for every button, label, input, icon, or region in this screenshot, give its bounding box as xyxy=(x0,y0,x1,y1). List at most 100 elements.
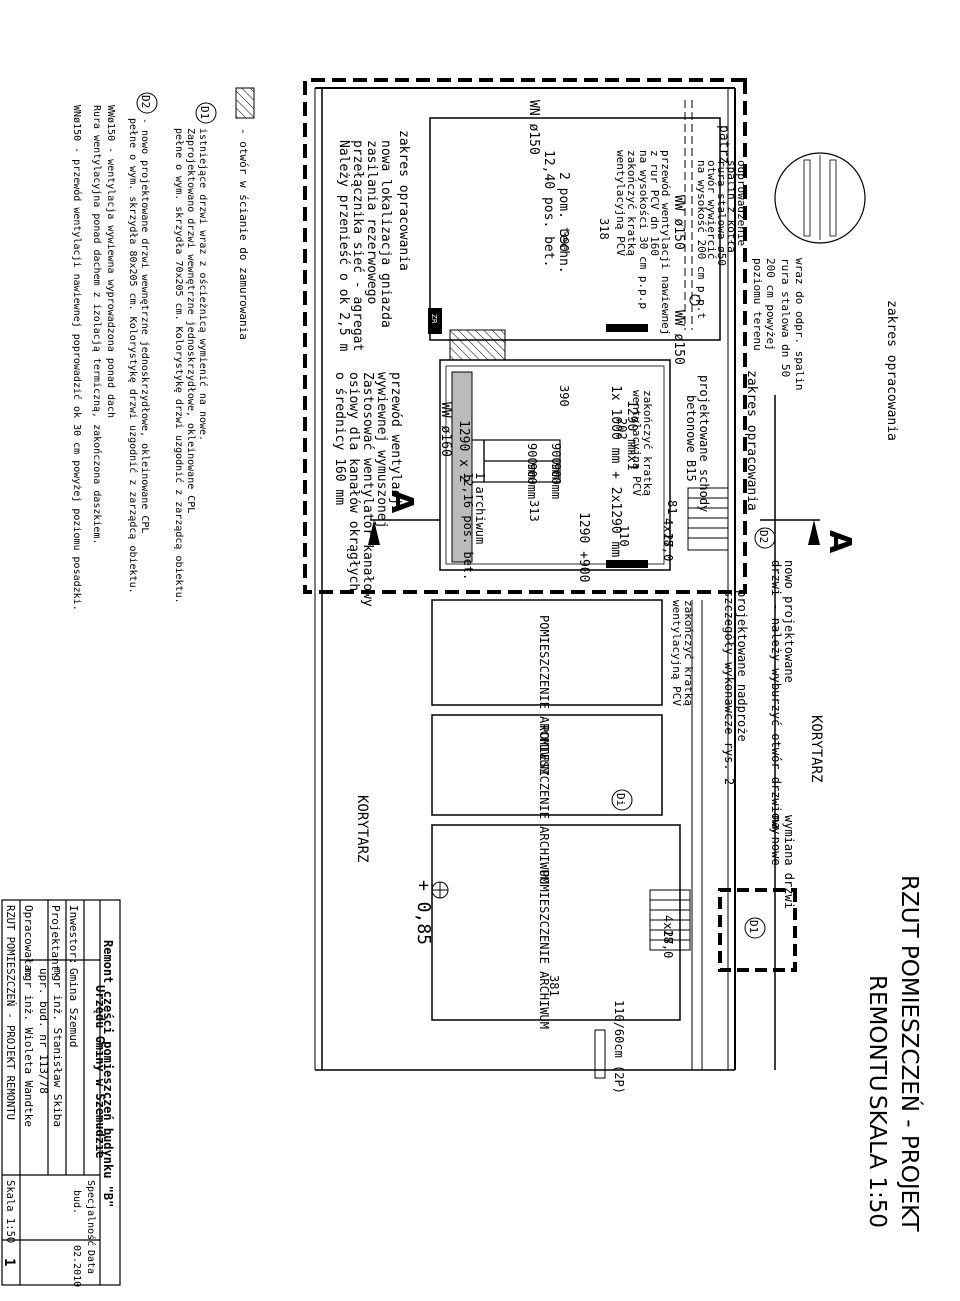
rura-note-1: 200 cm powyżej xyxy=(764,258,777,351)
odpr-line-2: spalin z kotła xyxy=(725,160,738,253)
tb-projektant-label: Projektant: xyxy=(49,905,62,978)
d1-tag-circle xyxy=(744,917,766,939)
archiwum-2: 12,16 pos. bet. xyxy=(461,472,475,580)
section-arrow xyxy=(808,520,820,545)
korytarz-left: KORYTARZ xyxy=(354,795,370,862)
dim-1290x1: 1290 mmx1 xyxy=(624,400,639,470)
tb-inwestor-label: Inwestor: xyxy=(67,905,80,965)
scope-label-mid: zakres opracowania xyxy=(744,370,759,511)
legend-hatch-swatch xyxy=(235,87,255,119)
rura-label: rura stalowa dn 50 xyxy=(779,258,792,377)
tb-projektant-value-2: upr. bud. nr 113/78 xyxy=(37,968,50,1094)
duct-circle xyxy=(689,294,701,306)
radiator xyxy=(594,1029,606,1079)
legend-d2-b: pełne o wym. skrzydła 80x205 cm. Kolorys… xyxy=(127,118,139,594)
regal-900-d: 900mm xyxy=(549,463,563,499)
scope-boundary-d1 xyxy=(718,888,797,972)
dim-1290x2: 1290 x 2 xyxy=(456,420,471,483)
pom-archiwum-2: POMIESZCZENIE ARCHIWUM xyxy=(537,725,551,884)
d2-tag: D2 xyxy=(757,530,770,543)
ww160-label: WW ø160 xyxy=(438,402,453,457)
d1-tag: D1 xyxy=(747,920,760,933)
wymiana-2: na nowe xyxy=(769,815,783,866)
level-label: + 0,85 xyxy=(413,880,434,945)
vent-line-5: o średnicy 160 mm xyxy=(332,372,347,505)
title-line-2: REMONTU xyxy=(864,975,890,1092)
building-walls xyxy=(314,87,776,1071)
chimney-detail xyxy=(774,152,866,244)
stairs-2: 4x18,0 xyxy=(661,915,675,958)
odpr-line-4: otwór wywiercić xyxy=(705,160,718,259)
di-tag: Di xyxy=(614,793,627,806)
dim-81: 81 xyxy=(665,500,679,514)
title-block xyxy=(1,899,121,1286)
dim-318: 318 xyxy=(597,218,611,240)
vent-line-1: przewód wentylacji xyxy=(388,372,403,513)
dim-313: 313 xyxy=(527,500,541,522)
legend-d2-tag: D2 xyxy=(139,95,152,108)
rura-note-2: poziomu terenu xyxy=(751,258,764,351)
vent-line-4: osiowy dla kanałów okrągłych xyxy=(346,372,361,591)
di-tag-circle xyxy=(611,789,633,811)
wn150-label: WN ø150 xyxy=(526,100,541,155)
dim-381: 381 xyxy=(547,975,561,997)
grzejnik-label: 110/60cm (2P) xyxy=(612,1000,626,1094)
regal-900-b: 900mm xyxy=(549,443,563,479)
schody-2: betonowe B15 xyxy=(684,395,698,482)
legend-wn-a: WNø150 - przewód wentylacji nawiewnej po… xyxy=(71,105,83,611)
legend-ww-b: Rura wentylacyjna ponad dachem z izolacj… xyxy=(91,105,103,545)
schody-1: projektowane schody xyxy=(697,375,711,512)
scope-label-top: zakres opracowania xyxy=(884,300,899,441)
nowe-drzwi-2: drzwi - należy wyburzyć otwór drzwiowy xyxy=(769,560,783,835)
pom-archiwum-1: POMIESZCZENIE ARCHIWUM xyxy=(537,615,551,774)
section-a-right: A xyxy=(822,530,857,554)
okna-label: 1x 1000 mm + 2x1290 mm xyxy=(608,385,623,557)
window-bar xyxy=(606,324,648,332)
przewod-line-2: z rur PCV dn 160 xyxy=(648,150,661,256)
scope-label-left: zakres opracowania xyxy=(396,130,411,271)
regal-900-a: 900mm xyxy=(525,443,539,479)
tb-opracowala-value: mgr inż. Wioleta Wandtke xyxy=(22,968,35,1127)
krat-line-2: wentylacyjną PCV xyxy=(614,150,627,256)
zr-tag: ZR xyxy=(430,314,438,324)
stairs-1b: 27 xyxy=(661,533,675,547)
title-line-1: RZUT POMIESZCZEŃ - PROJEKT xyxy=(896,875,924,1232)
legend-d2-a: - nowo projektowane drzwi wewnętrzne jed… xyxy=(139,118,150,533)
pom-techn-1: 2 pom. techn. xyxy=(556,172,571,274)
tb-specj-label: Specjalność xyxy=(85,1180,97,1246)
stairs-2 xyxy=(649,889,691,951)
wraz-label: wraz do odpr. spalin xyxy=(793,258,806,390)
scope-boundary xyxy=(303,78,747,594)
ventilation-shaft xyxy=(451,371,473,563)
tb-opracowala-label: Opracowała: xyxy=(22,905,35,978)
krat-line-6: wentylacyjną PCV xyxy=(670,600,683,706)
section-arrow xyxy=(368,520,380,545)
d2-tag-circle xyxy=(754,527,776,549)
legend-d1-circle xyxy=(195,102,217,124)
przewod-line-3: na wysokości 30 cm p.p.p xyxy=(637,150,650,309)
ww150-label-a: WW ø150 xyxy=(671,195,686,250)
dim-390-b: 390 xyxy=(557,385,571,407)
tb-drawing-title: RZUT POMIESZCZEŃ - PROJEKT REMONTU xyxy=(4,905,17,1120)
vent-line-3: Zastosować wentylator kanałowy xyxy=(360,372,375,607)
odpr-line-5: na wysokość 200 cm p.p.t xyxy=(695,160,708,319)
legend-item-1: - otwór w ścianie do zamurowania xyxy=(237,128,250,340)
tb-specj-value: bud. xyxy=(71,1190,82,1214)
krat-line-5: zakończyć kratką xyxy=(682,600,695,706)
legend-d1-a: istniejące drzwi wraz z ościeżnicą wymie… xyxy=(197,128,209,441)
dim-202: 202 xyxy=(615,418,629,440)
legend-d1-tag: D1 xyxy=(198,106,211,119)
nadproze-2: szczegóły wykonawcze rys. 2 xyxy=(722,590,736,785)
shelving xyxy=(461,439,561,483)
odpr-line-3: rura stalowa ø50 xyxy=(715,160,728,266)
tb-data-label: Data xyxy=(85,1250,96,1274)
level-marker xyxy=(431,881,449,899)
ww150-label-b: WW ø150 xyxy=(671,310,686,365)
legend-ww-a: WWø150 - wentylacja wywiewna wyprowadzon… xyxy=(105,105,116,418)
dim-390-a: 390 xyxy=(557,230,571,252)
gniazdo-2: zasilania rezerwowego xyxy=(364,140,379,304)
krat-line-1: zakończyć kratką xyxy=(625,150,638,256)
gniazdo-1: nowa lokalizacja gniazda xyxy=(378,140,393,328)
stairs-1: 4x18,0 xyxy=(661,518,675,561)
